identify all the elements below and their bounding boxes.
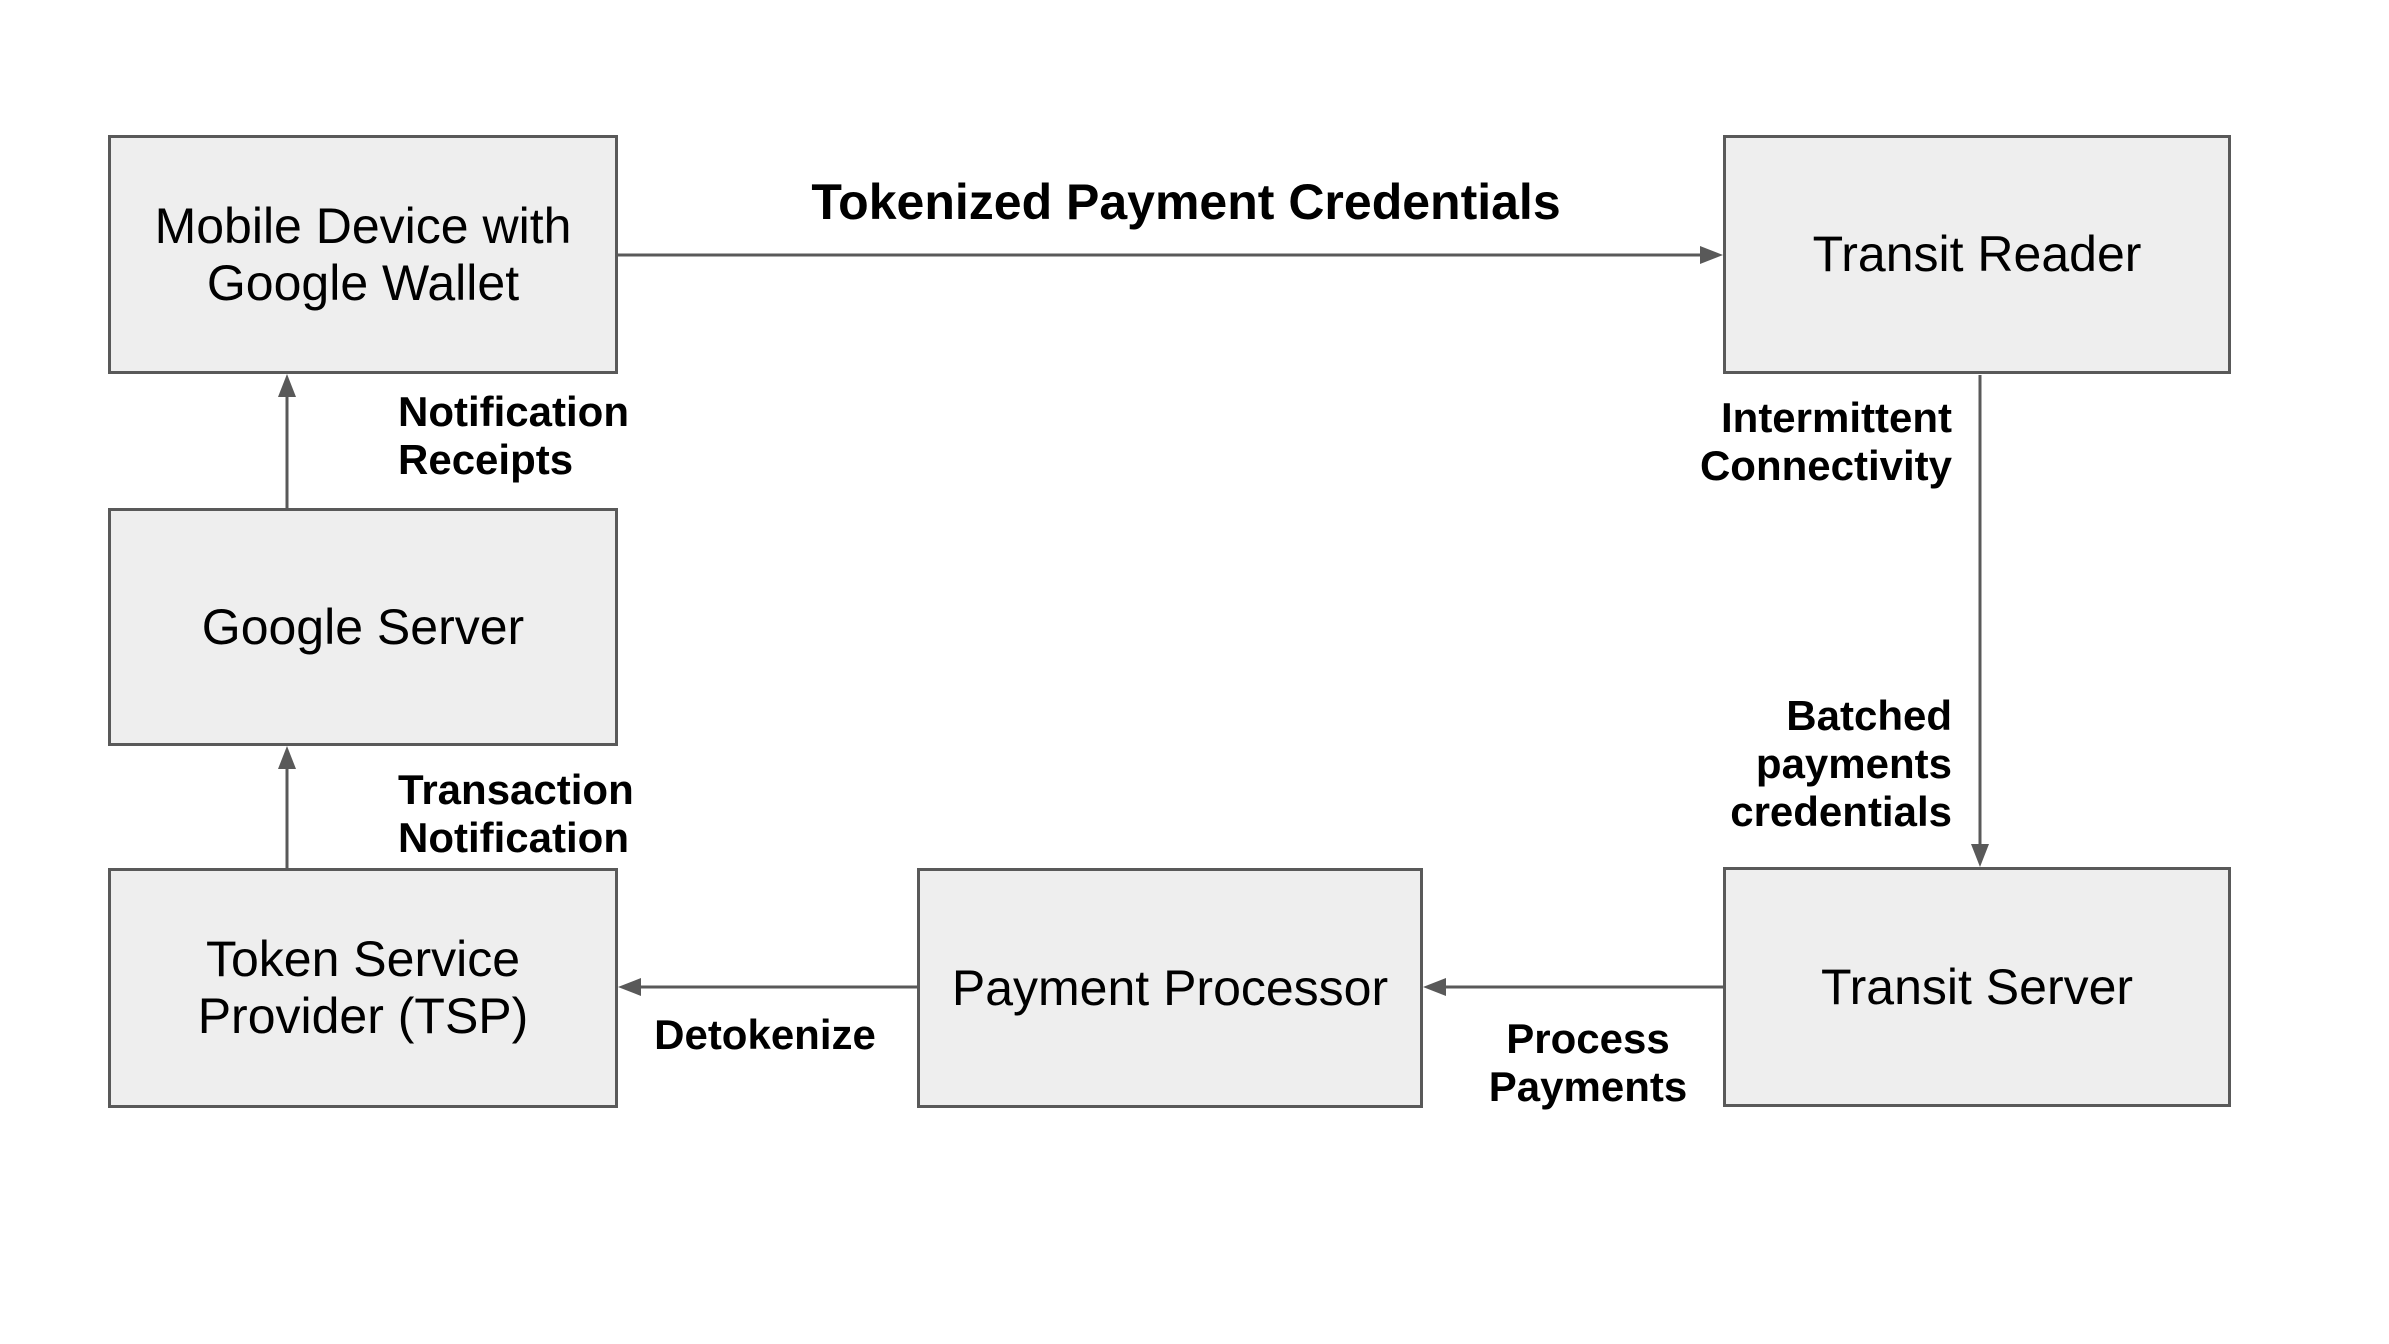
edge-label-line: Tokenized Payment Credentials — [811, 174, 1561, 230]
edge-transaction-arrowhead — [278, 746, 296, 769]
edge-label-line: Receipts — [398, 436, 574, 483]
edge-label-line: Connectivity — [1699, 442, 1952, 489]
edge-label-tokenized-payment-credentials: Tokenized Payment Credentials — [736, 177, 1636, 227]
node-google-server: Google Server — [108, 508, 618, 746]
edge-detokenize-arrowhead — [618, 978, 641, 996]
node-token-service-provider: Token Service Provider (TSP) — [108, 868, 618, 1108]
node-label-line: Google Server — [201, 598, 525, 655]
edge-batched-arrowhead — [1971, 844, 1989, 867]
node-label-line: Token Service — [205, 931, 521, 987]
node-transit-reader: Transit Reader — [1723, 135, 2231, 374]
node-label-line: Transit Server — [1820, 958, 2134, 1015]
edge-label-intermittent-connectivity: Intermittent Connectivity — [1700, 394, 1952, 490]
node-label-line: Transit Reader — [1812, 226, 2142, 282]
edge-receipts-arrowhead — [278, 374, 296, 397]
edge-label-line: Intermittent — [1721, 394, 1952, 441]
edge-label-line: Process — [1506, 1015, 1670, 1062]
edge-label-line: payments — [1755, 740, 1952, 787]
edge-label-detokenize: Detokenize — [565, 1011, 965, 1059]
node-label-line: Payment Processor — [951, 959, 1389, 1016]
edge-label-line: Payments — [1488, 1063, 1688, 1110]
node-payment-processor: Payment Processor — [917, 868, 1423, 1108]
edge-label-batched-payments-credentials: Batched payments credentials — [1730, 692, 1952, 836]
edge-process-arrowhead — [1423, 978, 1446, 996]
node-transit-server: Transit Server — [1723, 867, 2231, 1107]
node-label-line: Mobile Device with — [154, 197, 572, 254]
edge-label-line: Batched — [1786, 692, 1952, 739]
edge-label-line: Notification — [398, 388, 629, 435]
edge-label-line: Notification — [398, 814, 629, 861]
edge-label-process-payments: Process Payments — [1388, 1015, 1788, 1111]
edge-tokenized-arrowhead — [1700, 246, 1723, 264]
edge-label-transaction-notification: Transaction Notification — [398, 766, 634, 862]
edge-label-notification-receipts: Notification Receipts — [398, 388, 629, 484]
edge-label-line: credentials — [1730, 788, 1952, 835]
edge-label-line: Detokenize — [654, 1011, 876, 1058]
node-label-line: Google Wallet — [206, 254, 520, 311]
node-mobile-device-google-wallet: Mobile Device with Google Wallet — [108, 135, 618, 374]
node-label-line: Provider (TSP) — [197, 988, 529, 1044]
edge-label-line: Transaction — [398, 766, 634, 813]
